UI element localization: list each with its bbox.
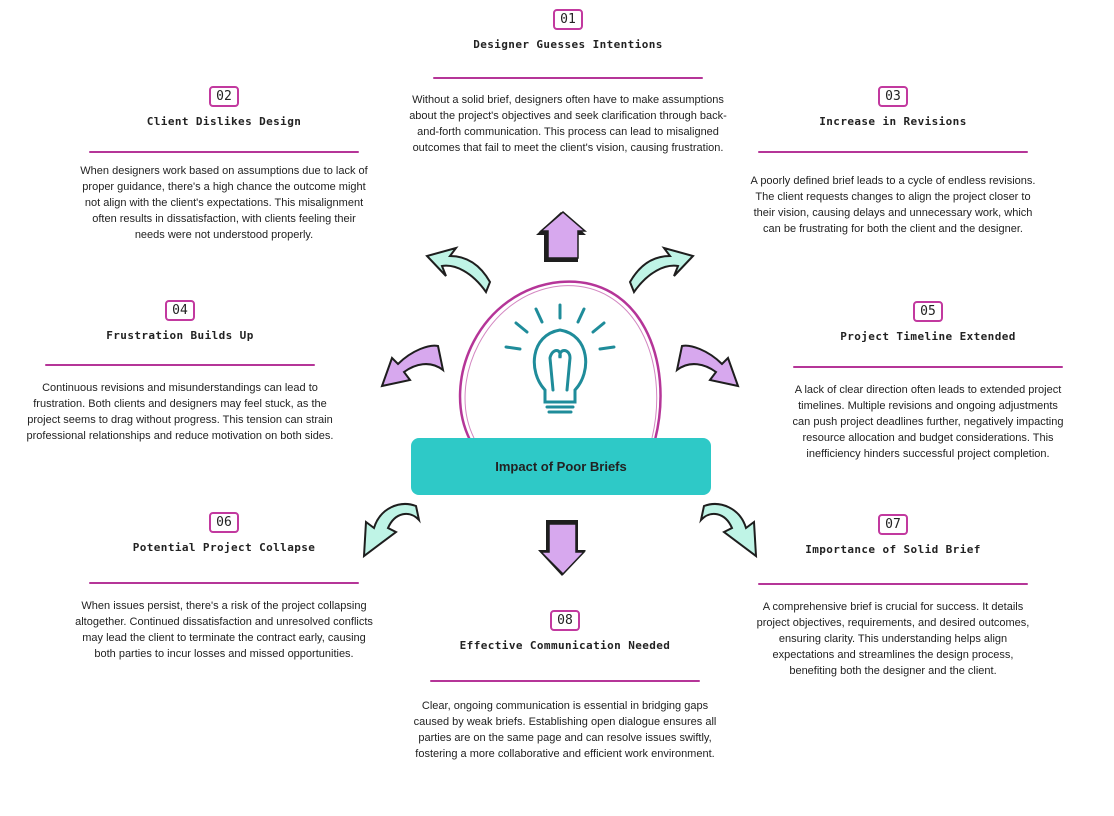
item-title: Importance of Solid Brief (805, 543, 981, 556)
item-number: 06 (209, 512, 239, 533)
item-03: 03 Increase in Revisions A poorly define… (748, 85, 1038, 237)
item-05: 05 Project Timeline Extended A lack of c… (790, 300, 1066, 462)
item-description: Clear, ongoing communication is essentia… (413, 700, 717, 760)
item-number: 01 (553, 9, 583, 30)
item-title: Client Dislikes Design (146, 115, 302, 128)
item-number: 08 (550, 610, 580, 631)
item-title: Increase in Revisions (819, 115, 967, 128)
lightbulb-icon (504, 303, 616, 414)
arrow-down-icon (538, 520, 586, 576)
item-08: 08 Effective Communication Needed Clear,… (410, 609, 720, 762)
divider (433, 77, 703, 79)
item-number: 04 (165, 300, 195, 321)
divider (758, 583, 1028, 585)
item-description: When designers work based on assumptions… (80, 165, 368, 241)
item-description: Without a solid brief, designers often h… (409, 94, 727, 154)
item-title: Project Timeline Extended (840, 330, 1016, 343)
item-02: 02 Client Dislikes Design When designers… (78, 85, 370, 243)
item-description: A comprehensive brief is crucial for suc… (756, 601, 1030, 677)
divider (758, 151, 1028, 153)
arrow-up-icon (536, 211, 588, 262)
item-title: Potential Project Collapse (132, 541, 316, 554)
divider (89, 582, 359, 584)
item-number: 02 (209, 86, 239, 107)
item-description: A lack of clear direction often leads to… (792, 384, 1064, 460)
divider (45, 364, 315, 366)
arrow-upright-icon (628, 246, 695, 295)
item-07: 07 Importance of Solid Brief A comprehen… (748, 513, 1038, 679)
item-06: 06 Potential Project Collapse When issue… (72, 511, 376, 662)
arrow-left-icon (380, 344, 445, 388)
arrow-downleft-icon (362, 503, 421, 559)
divider (793, 366, 1063, 368)
item-01: 01 Designer Guesses Intentions Without a… (408, 8, 728, 156)
center-label: Impact of Poor Briefs (411, 438, 711, 495)
arrow-right-icon (675, 344, 740, 388)
center-circle (458, 280, 662, 441)
item-description: When issues persist, there's a risk of t… (75, 600, 373, 660)
item-description: A poorly defined brief leads to a cycle … (750, 175, 1036, 235)
item-title: Effective Communication Needed (459, 639, 671, 652)
arrow-upleft-icon (425, 246, 492, 295)
divider (430, 680, 700, 682)
item-title: Frustration Builds Up (106, 329, 254, 342)
item-title: Designer Guesses Intentions (473, 38, 663, 51)
divider (89, 151, 359, 153)
item-description: Continuous revisions and misunderstandin… (26, 382, 334, 442)
arrow-downright-icon (699, 503, 758, 559)
item-04: 04 Frustration Builds Up Continuous revi… (20, 299, 340, 444)
item-number: 05 (913, 301, 943, 322)
item-number: 07 (878, 514, 908, 535)
item-number: 03 (878, 86, 908, 107)
